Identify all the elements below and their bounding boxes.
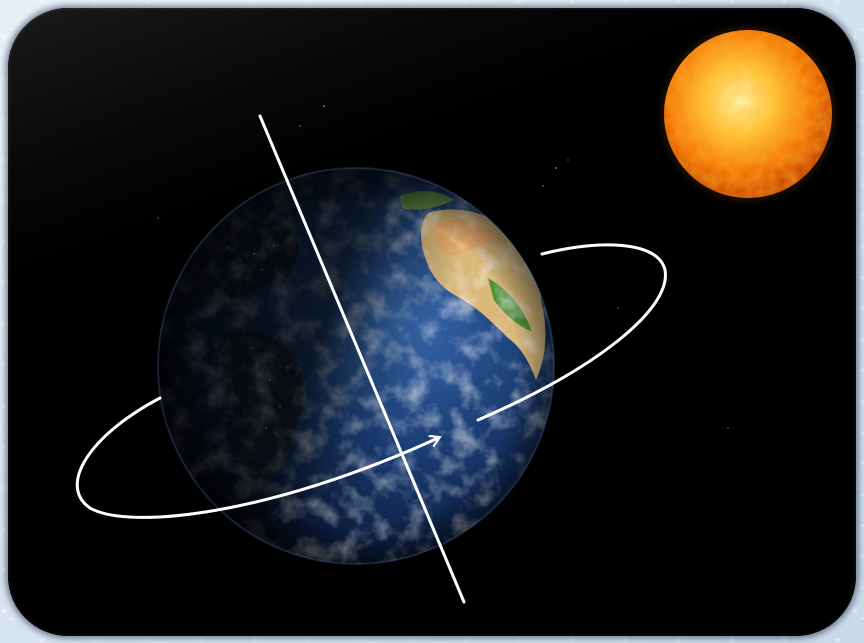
rotation-ring-front <box>476 268 667 422</box>
stars <box>157 105 729 429</box>
sun-icon <box>656 22 840 206</box>
axis-line <box>258 114 466 604</box>
earth-icon <box>157 167 555 565</box>
image-frame <box>8 8 856 636</box>
space-scene <box>75 22 840 604</box>
rotation-arrow-icon <box>75 396 438 519</box>
rotation-ring-back <box>540 243 667 272</box>
